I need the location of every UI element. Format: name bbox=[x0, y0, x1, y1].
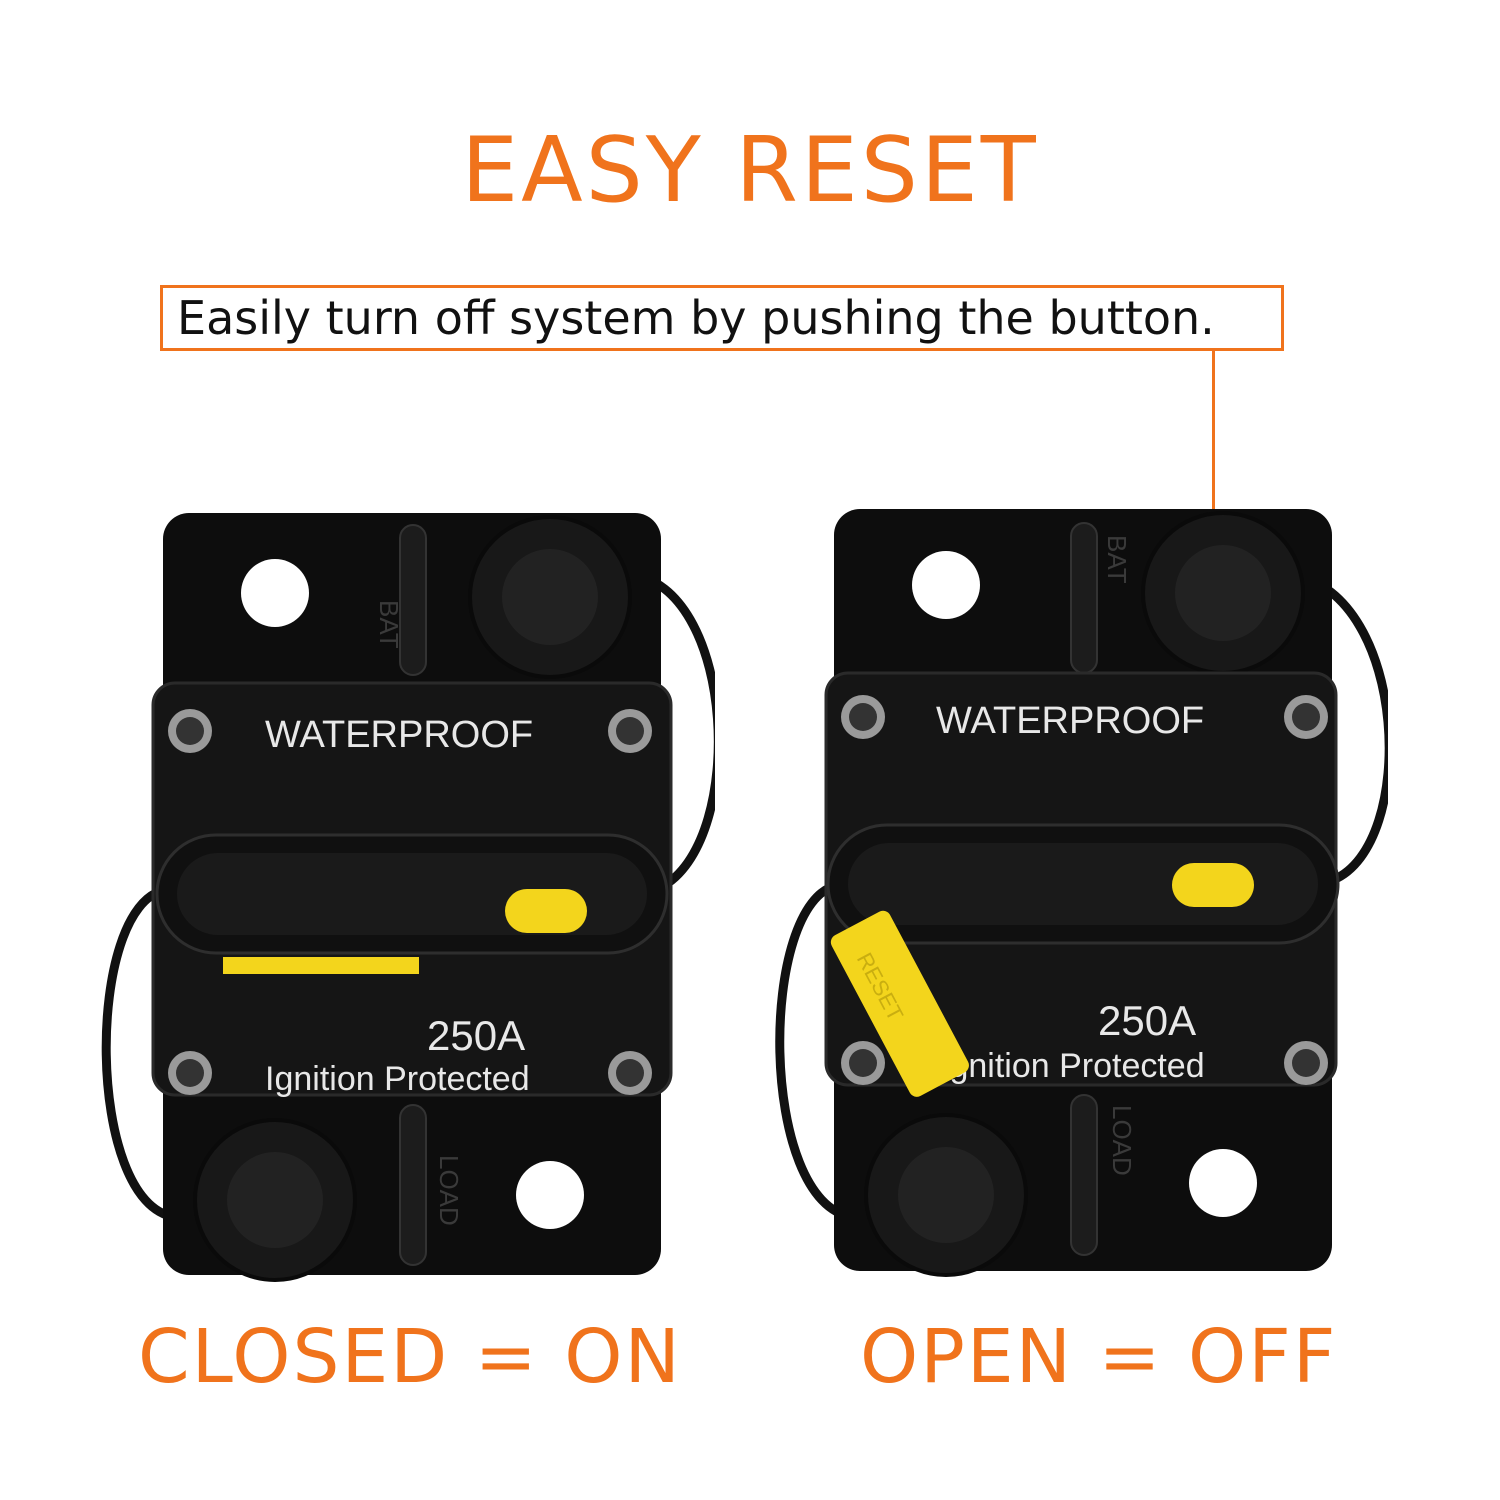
reset-lever-stowed bbox=[223, 957, 419, 974]
wire-loop-left bbox=[775, 880, 854, 1222]
callout-box: Easily turn off system by pushing the bu… bbox=[160, 285, 1284, 351]
breaker-closed: BAT LOAD WATERPROOF 250A Ignition Protec… bbox=[101, 513, 715, 1282]
cover-screws bbox=[841, 695, 1328, 1085]
cover-screws bbox=[168, 709, 652, 1095]
center-rib bbox=[399, 524, 427, 676]
rating-label: 250A bbox=[1098, 997, 1196, 1044]
ignition-label: Ignition Protected bbox=[940, 1047, 1205, 1085]
center-rib bbox=[1070, 522, 1098, 674]
rating-label: 250A bbox=[427, 1012, 525, 1059]
mount-hole-top-left bbox=[912, 551, 980, 619]
terminal-label-top: BAT bbox=[374, 600, 404, 649]
mount-hole-top-left bbox=[241, 559, 309, 627]
mount-hole-bottom-right bbox=[1189, 1149, 1257, 1217]
reset-lever-popped: RESET bbox=[830, 910, 969, 1097]
terminal-label-top: BAT bbox=[1102, 535, 1132, 584]
mount-hole-bottom-right bbox=[516, 1161, 584, 1229]
waterproof-label: WATERPROOF bbox=[936, 700, 1204, 742]
headline: EASY RESET bbox=[461, 118, 1039, 223]
wire-loop-right bbox=[633, 570, 715, 889]
trip-indicator-yellow bbox=[505, 889, 587, 933]
state-label-open: OPEN = OFF bbox=[860, 1314, 1338, 1400]
trip-indicator-yellow bbox=[1172, 863, 1254, 907]
wire-loop-left bbox=[101, 885, 176, 1222]
waterproof-label: WATERPROOF bbox=[265, 714, 533, 756]
wire-loop-right bbox=[1292, 570, 1388, 885]
state-label-closed: CLOSED = ON bbox=[138, 1314, 682, 1400]
ignition-label: Ignition Protected bbox=[265, 1060, 530, 1098]
terminal-label-bottom: LOAD bbox=[1107, 1105, 1137, 1176]
breaker-open: BAT LOAD WATERPROOF 250A Ignition Protec… bbox=[775, 509, 1388, 1277]
terminal-label-bottom: LOAD bbox=[434, 1155, 464, 1226]
